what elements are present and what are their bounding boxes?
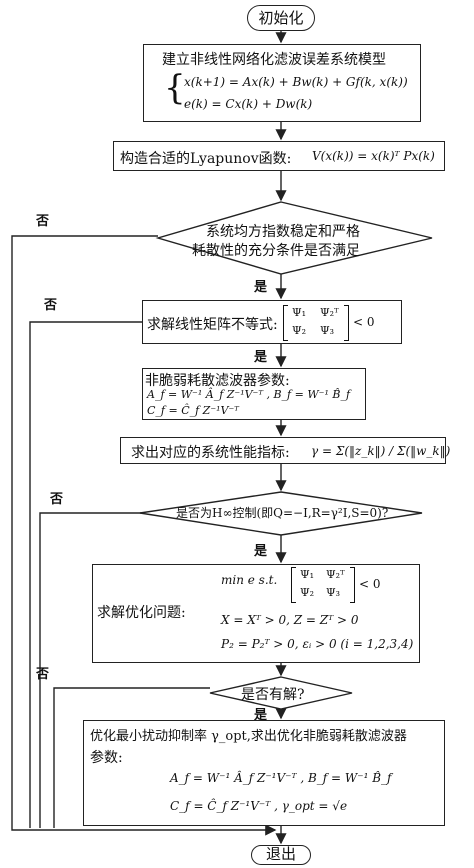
lmi-matrix: Ψ₁ Ψ₂ᵀ Ψ₂ Ψ₃ (283, 305, 349, 341)
optimization-box: 求解优化问题: min e s.t. Ψ₁ Ψ₂ᵀ Ψ₂ Ψ₃ < 0 X = … (92, 564, 420, 663)
decision1-yes-label: 是 (254, 280, 268, 295)
decision1-no-label: 否 (36, 214, 50, 229)
filter-params-title: 非脆弱耗散滤波器参数: (145, 373, 290, 389)
optimization-m11: Ψ₁ (300, 568, 315, 581)
optimization-min: min e s.t. (221, 573, 278, 587)
performance-box: 求出对应的系统性能指标: γ = Σ(‖z_k‖) / Σ(‖w_k‖) (120, 437, 450, 464)
lyapunov-box: 构造合适的Lyapunov函数: V(x(k)) = x(k)ᵀ Px(k) (113, 141, 445, 171)
optimization-label: 求解优化问题: (97, 605, 186, 621)
optimized-filter-line2: 参数: (90, 750, 123, 766)
model-box: 建立非线性网络化滤波误差系统模型 { x(k+1) = Ax(k) + Bw(k… (143, 44, 421, 122)
equation-brace: { (164, 68, 186, 108)
end-terminal: 退出 (251, 845, 311, 865)
model-title: 建立非线性网络化滤波误差系统模型 (162, 52, 386, 68)
lmi-m12: Ψ₂ᵀ (320, 306, 339, 319)
model-eq-1: x(k+1) = Ax(k) + Bw(k) + Gf(k, x(k)) (184, 75, 408, 89)
filter-params-box: 非脆弱耗散滤波器参数: A_f = W⁻¹ Â_f Z⁻¹V⁻ᵀ , B_f =… (142, 368, 366, 420)
optimization-eq2: X = Xᵀ > 0, Z = Zᵀ > 0 (221, 613, 359, 627)
optimized-filter-box: 优化最小扰动抑制率 γ_opt,求出优化非脆弱耗散滤波器 参数: A_f = W… (83, 720, 445, 826)
performance-text: 求出对应的系统性能指标: (131, 445, 290, 461)
filter-params-eq1: A_f = W⁻¹ Â_f Z⁻¹V⁻ᵀ , B_f = W⁻¹ B̂_f (147, 388, 351, 401)
optimization-eq3: P₂ = P₂ᵀ > 0, εᵢ > 0 (i = 1,2,3,4) (221, 637, 414, 651)
lmi-rhs: < 0 (353, 315, 375, 329)
decision3-no-label: 否 (36, 667, 50, 682)
model-eq-2: e(k) = Cx(k) + Dw(k) (184, 97, 313, 111)
lmi-m21: Ψ₂ (292, 324, 307, 337)
optimization-m21: Ψ₂ (300, 586, 315, 599)
decision1-line1: 系统均方指数稳定和严格 (206, 224, 360, 240)
decision2-text: 是否为H∞控制(即Q=−I,R=γ²I,S=0)? (176, 506, 389, 520)
optimization-matrix: Ψ₁ Ψ₂ᵀ Ψ₂ Ψ₃ (291, 567, 355, 603)
optimization-rhs: < 0 (359, 577, 381, 591)
lmi-m22: Ψ₃ (320, 324, 335, 337)
performance-eq: γ = Σ(‖z_k‖) / Σ(‖w_k‖) (311, 444, 451, 458)
lmi-yes-label: 是 (254, 350, 268, 365)
lmi-no-label: 否 (44, 298, 58, 313)
decision3-yes-label: 是 (254, 708, 268, 723)
filter-params-eq2: C_f = Ĉ_f Z⁻¹V⁻ᵀ (147, 404, 239, 417)
start-label: 初始化 (258, 9, 304, 27)
optimization-m22: Ψ₃ (326, 586, 341, 599)
optimization-m12: Ψ₂ᵀ (326, 568, 345, 581)
decision1-line2: 耗散性的充分条件是否满足 (192, 243, 360, 259)
optimized-filter-line1: 优化最小扰动抑制率 γ_opt,求出优化非脆弱耗散滤波器 (90, 729, 407, 744)
decision2-no-label: 否 (50, 492, 64, 507)
lyapunov-text: 构造合适的Lyapunov函数: (120, 151, 292, 167)
start-terminal: 初始化 (247, 5, 315, 31)
optimized-filter-eq2: C_f = Ĉ_f Z⁻¹V⁻ᵀ , γ_opt = √e (170, 799, 348, 813)
lyapunov-eq: V(x(k)) = x(k)ᵀ Px(k) (312, 149, 435, 163)
lmi-text: 求解线性矩阵不等式: (147, 317, 278, 333)
end-label: 退出 (265, 845, 296, 863)
decision3-text: 是否有解? (241, 687, 305, 703)
decision2-yes-label: 是 (254, 544, 268, 559)
lmi-box: 求解线性矩阵不等式: Ψ₁ Ψ₂ᵀ Ψ₂ Ψ₃ < 0 (142, 300, 402, 344)
lmi-m11: Ψ₁ (292, 306, 307, 319)
optimized-filter-eq1: A_f = W⁻¹ Â_f Z⁻¹V⁻ᵀ , B_f = W⁻¹ B̂_f (170, 771, 392, 785)
